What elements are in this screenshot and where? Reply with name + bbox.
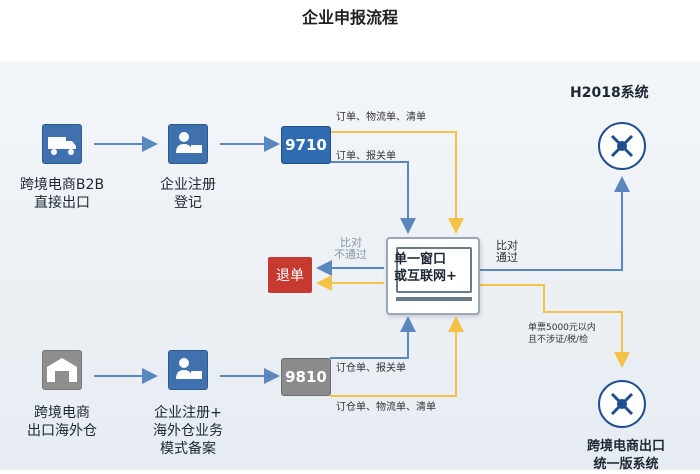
customs-emblem-icon — [598, 122, 646, 170]
small-label-line1: 单票5000元以内 — [528, 323, 596, 333]
code-9710-box: 9710 — [281, 126, 331, 164]
register-bottom-label: 企业注册+ 海外仓业务 模式备案 — [138, 404, 238, 458]
edge-label-bottom-lower: 订仓单、物流单、清单 — [336, 402, 436, 413]
export-system-label: 跨境电商出口 统一版系统 — [570, 438, 682, 474]
register-top-line1: 企业注册 — [160, 177, 216, 193]
pass-label-line1: 比对 — [496, 239, 518, 252]
arrow-9710-to-window-blue — [330, 161, 416, 234]
export-system-line1: 跨境电商出口 — [586, 439, 665, 454]
window-line2: 或互联网+ — [394, 269, 457, 284]
arrow-9710-to-window-yellow — [330, 131, 464, 234]
warehouse-export-label: 跨境电商 出口海外仓 — [10, 404, 114, 440]
register-bottom-line3: 模式备案 — [160, 441, 216, 457]
register-bottom-line1: 企业注册+ — [154, 405, 222, 421]
h2018-title: H2018系统 — [570, 85, 649, 101]
pass-label: 比对 通过 — [496, 240, 518, 264]
arrow-window-to-h2018 — [478, 176, 630, 271]
b2b-label-line1: 跨境电商B2B — [19, 177, 105, 193]
fail-label-line2: 不通过 — [334, 248, 367, 261]
arrow-9810-to-window-blue — [330, 316, 416, 359]
monitor-icon — [396, 247, 472, 293]
single-window-box: 单一窗口 或互联网+ — [386, 237, 480, 315]
person-computer-icon — [168, 124, 208, 164]
warehouse-label-line1: 跨境电商 — [34, 405, 90, 421]
page-title: 企业申报流程 — [301, 8, 398, 27]
register-top-label: 企业注册 登记 — [140, 176, 236, 212]
register-bottom-line2: 海外仓业务 — [153, 423, 223, 439]
edge-label-top-lower: 订单、报关单 — [336, 151, 396, 162]
warehouse-label-line2: 出口海外仓 — [27, 423, 97, 439]
arrow-9810-to-window-yellow — [330, 316, 464, 397]
edge-label-bottom-upper: 订仓单、报关单 — [336, 363, 406, 374]
b2b-export-label: 跨境电商B2B 直接出口 — [10, 176, 114, 212]
export-system-line2: 统一版系统 — [593, 457, 659, 472]
pass-label-line2: 通过 — [496, 251, 518, 264]
single-window-text: 单一窗口 或互联网+ — [394, 251, 457, 285]
reject-box: 退单 — [268, 257, 312, 293]
fail-label-line1: 比对 — [340, 236, 362, 249]
register-top-line2: 登记 — [174, 195, 202, 211]
window-line1: 单一窗口 — [394, 252, 447, 267]
fail-label: 比对 不通过 — [334, 237, 367, 261]
person-computer-icon-bottom — [168, 350, 208, 390]
small-value-label: 单票5000元以内 且不涉证/税/检 — [528, 322, 596, 346]
b2b-label-line2: 直接出口 — [34, 195, 90, 211]
warehouse-icon — [42, 350, 82, 390]
code-9810-box: 9810 — [281, 358, 331, 396]
customs-emblem-icon-bottom — [598, 380, 646, 428]
truck-icon — [42, 124, 82, 164]
small-label-line2: 且不涉证/税/检 — [528, 335, 589, 345]
edge-label-top-upper: 订单、物流单、清单 — [336, 112, 426, 123]
diagram-panel — [0, 62, 700, 470]
arrow-window-to-export-system — [478, 284, 630, 368]
keyboard-bar — [396, 297, 472, 301]
